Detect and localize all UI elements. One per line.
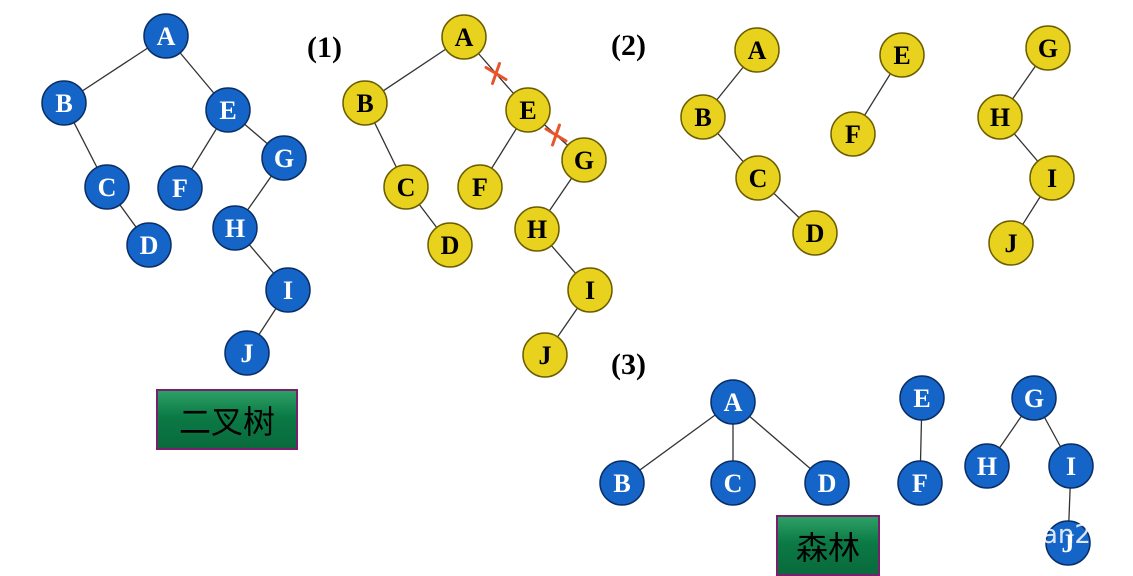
graph-step1: A B E C F G D H I J — [342, 14, 613, 378]
node-I: I — [1029, 155, 1075, 201]
node-B: B — [680, 94, 726, 140]
binary-tree-caption: 二叉树 — [156, 389, 298, 450]
node-label: C — [397, 173, 416, 202]
node-C: C — [84, 164, 130, 210]
node-C: C — [710, 460, 756, 506]
node-J: J — [988, 220, 1034, 266]
node-label: A — [157, 22, 176, 51]
node-label: A — [748, 36, 767, 65]
node-label: I — [1066, 452, 1076, 481]
graph-step2: A B C D E F G H I J — [680, 25, 1075, 266]
node-label: C — [724, 469, 743, 498]
node-label: H — [225, 214, 245, 243]
node-label: G — [574, 146, 594, 175]
node-label: A — [455, 23, 474, 52]
node-label: F — [912, 469, 928, 498]
node-E: E — [879, 32, 925, 78]
node-E: E — [505, 87, 551, 133]
node-G: G — [261, 135, 307, 181]
node-label: H — [990, 103, 1010, 132]
node-label: G — [1038, 34, 1058, 63]
edge-A-B — [621, 401, 734, 484]
node-B: B — [599, 460, 645, 506]
node-label: F — [172, 174, 188, 203]
cut-mark-A-E — [484, 62, 508, 85]
node-E: E — [899, 375, 945, 421]
node-I: I — [265, 267, 311, 313]
node-C: C — [735, 155, 781, 201]
node-J: J — [1045, 520, 1091, 566]
node-label: C — [749, 164, 768, 193]
node-G: G — [1025, 25, 1071, 71]
node-G: G — [1011, 375, 1057, 421]
node-E: E — [205, 87, 251, 133]
node-label: E — [893, 41, 910, 70]
node-label: B — [356, 89, 373, 118]
node-D: D — [804, 460, 850, 506]
node-label: F — [845, 120, 861, 149]
node-label: J — [1005, 229, 1018, 258]
node-A: A — [734, 27, 780, 73]
step-label-2: (2) — [611, 29, 646, 62]
node-I: I — [1048, 443, 1094, 489]
graph-forest: A B C D E F G H I J — [599, 375, 1094, 566]
node-label: I — [1047, 164, 1057, 193]
forest-caption: 森林 — [776, 515, 880, 576]
node-I: I — [567, 267, 613, 313]
node-label: E — [913, 384, 930, 413]
node-label: B — [613, 469, 630, 498]
node-label: B — [694, 103, 711, 132]
node-F: F — [897, 460, 943, 506]
node-label: D — [818, 469, 837, 498]
node-H: H — [977, 94, 1023, 140]
node-D: D — [427, 222, 473, 268]
step-label-3: (3) — [611, 348, 646, 381]
node-A: A — [143, 13, 189, 59]
node-D: D — [126, 222, 172, 268]
node-F: F — [157, 165, 203, 211]
node-H: H — [964, 443, 1010, 489]
node-F: F — [457, 164, 503, 210]
graph-binary: A B E C F G D H I J — [41, 13, 311, 376]
node-A: A — [710, 379, 756, 425]
node-label: C — [98, 173, 117, 202]
node-H: H — [212, 205, 258, 251]
node-H: H — [514, 206, 560, 252]
node-label: B — [55, 89, 72, 118]
node-B: B — [342, 80, 388, 126]
node-C: C — [383, 164, 429, 210]
watermark: an2 — [1042, 520, 1091, 550]
node-label: E — [519, 96, 536, 125]
node-label: D — [806, 219, 825, 248]
cut-mark-E-G — [544, 123, 568, 147]
node-G: G — [561, 137, 607, 183]
node-label: F — [472, 173, 488, 202]
node-label: D — [441, 231, 460, 260]
node-A: A — [441, 14, 487, 60]
node-F: F — [830, 111, 876, 157]
node-J: J — [224, 330, 270, 376]
node-label: G — [274, 144, 294, 173]
node-D: D — [792, 210, 838, 256]
node-label: I — [283, 276, 293, 305]
node-label: H — [977, 452, 997, 481]
node-label: G — [1024, 384, 1044, 413]
node-label: J — [1062, 529, 1075, 558]
node-label: H — [527, 215, 547, 244]
node-label: J — [539, 341, 552, 370]
node-label: E — [219, 96, 236, 125]
node-B: B — [41, 80, 87, 126]
step-label-1: (1) — [307, 31, 342, 64]
node-label: D — [140, 231, 159, 260]
node-J: J — [522, 332, 568, 378]
node-label: J — [241, 339, 254, 368]
node-label: I — [585, 276, 595, 305]
node-label: A — [724, 388, 743, 417]
